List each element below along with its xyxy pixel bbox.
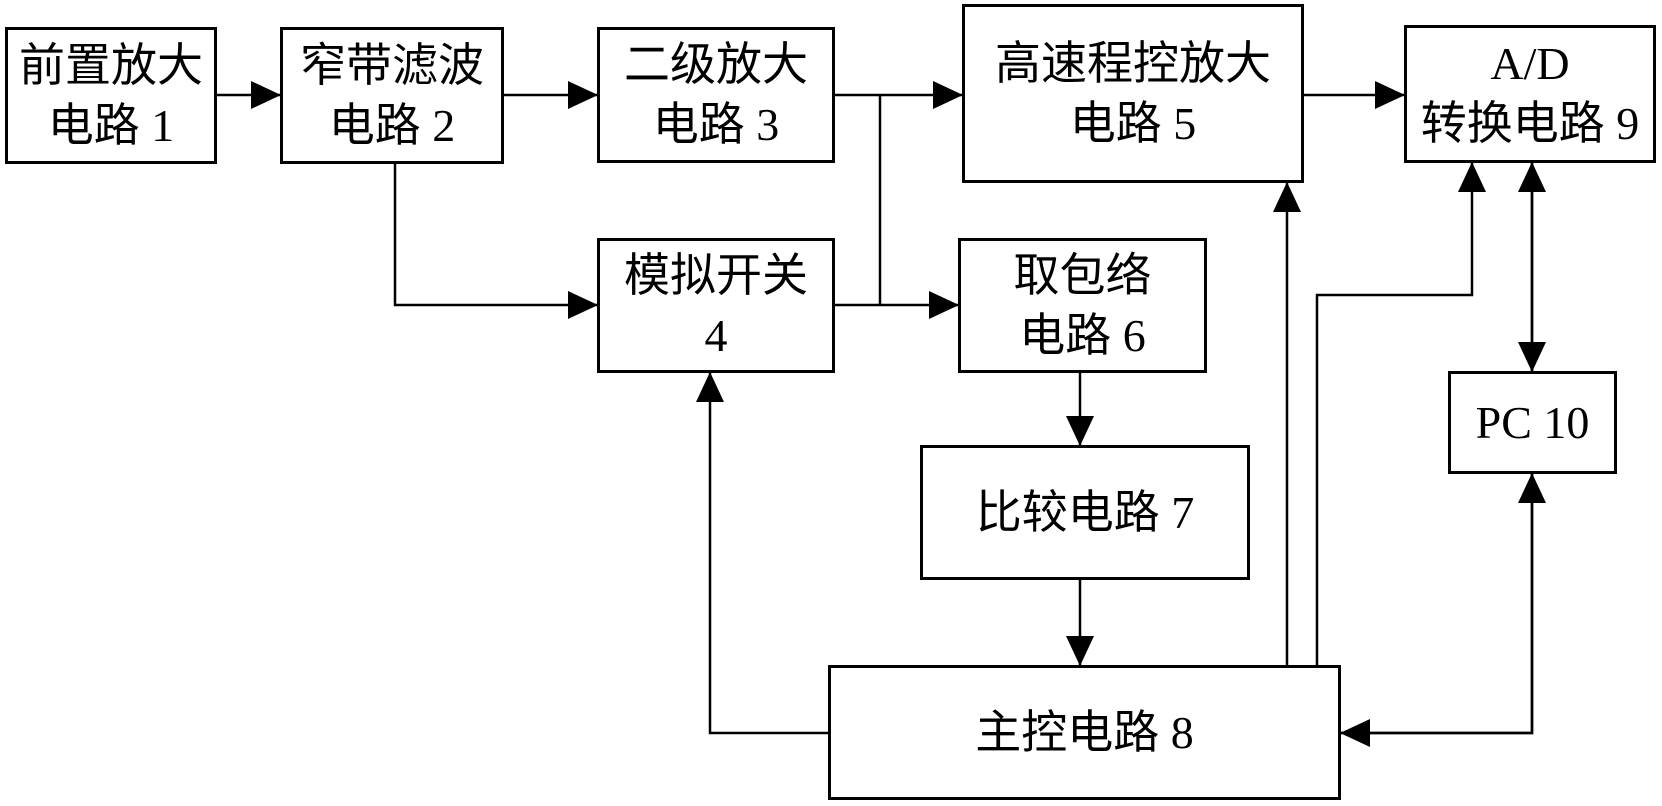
block-label-line: 电路 3 bbox=[652, 99, 780, 150]
block-preamp-circuit-1: 前置放大 电路 1 bbox=[5, 27, 217, 164]
wire-control-to-switch bbox=[696, 372, 828, 735]
block-label-line: 转换电路 9 bbox=[1420, 98, 1640, 149]
block-label-line: 主控电路 8 bbox=[975, 706, 1194, 758]
block-main-control-8: 主控电路 8 bbox=[828, 665, 1341, 800]
block-pc-10: PC 10 bbox=[1448, 371, 1617, 474]
block-analog-switch-4: 模拟开关 4 bbox=[597, 238, 835, 373]
block-label-line: 前置放大 bbox=[19, 39, 203, 91]
wire-pc-control-link bbox=[1340, 474, 1534, 747]
block-label-line: 二级放大 bbox=[624, 39, 808, 91]
block-label-line: 电路 2 bbox=[328, 99, 456, 151]
block-label-line: 高速程控放大 bbox=[995, 37, 1271, 89]
block-high-speed-pga-5: 高速程控放大 电路 5 bbox=[962, 4, 1304, 183]
block-label-line: A/D bbox=[1490, 38, 1570, 90]
block-label-line: 电路 6 bbox=[1019, 309, 1146, 361]
wire-pc-control-link-reverse bbox=[1341, 473, 1546, 735]
block-envelope-detector-6: 取包络 电路 6 bbox=[958, 238, 1207, 373]
block-ad-converter-9: A/D 转换电路 9 bbox=[1404, 25, 1656, 163]
block-narrowband-filter-2: 窄带滤波 电路 2 bbox=[280, 27, 504, 164]
block-second-stage-amp-3: 二级放大 电路 3 bbox=[597, 27, 835, 163]
block-label-line: PC 10 bbox=[1475, 396, 1590, 448]
block-label-line: 取包络 bbox=[1013, 249, 1152, 301]
block-label-line: 模拟开关 bbox=[624, 249, 808, 301]
block-label-line: 电路 1 bbox=[47, 99, 175, 151]
block-label-line: 窄带滤波 bbox=[300, 39, 484, 91]
wire-filter-to-switch bbox=[393, 164, 598, 319]
block-comparator-7: 比较电路 7 bbox=[920, 445, 1250, 580]
block-label-line: 4 bbox=[704, 309, 728, 361]
block-label-line: 比较电路 7 bbox=[975, 486, 1195, 538]
wire-control-to-adc bbox=[1315, 162, 1486, 665]
block-label-line: 电路 5 bbox=[1069, 97, 1197, 149]
